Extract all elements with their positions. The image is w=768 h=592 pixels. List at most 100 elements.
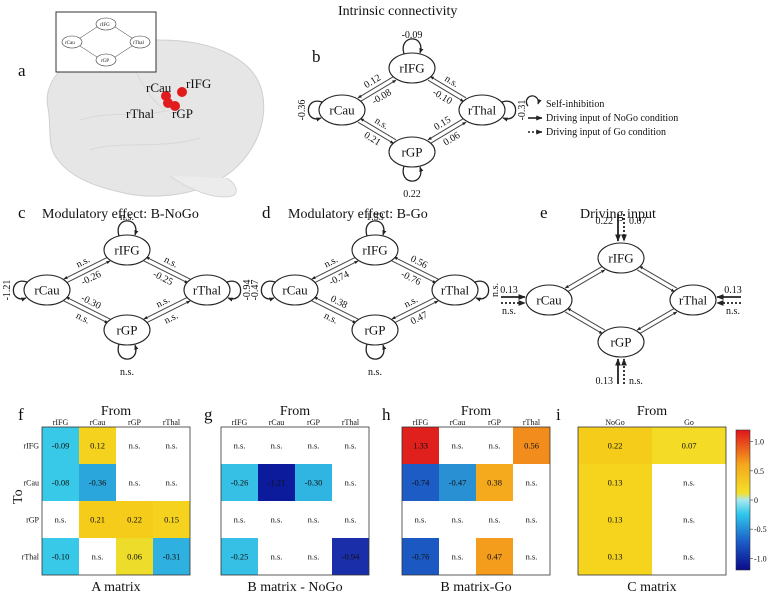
matrix-cell	[513, 538, 550, 575]
roi-rgp-dot	[170, 101, 180, 111]
matrix-cell	[476, 427, 513, 464]
edge-label-cau_gp-a: 0.38	[329, 294, 350, 312]
brain-label-rifg: rIFG	[186, 76, 211, 91]
input-ifg-go-label: 0.07	[629, 216, 647, 227]
matrix-cell-value: 0.38	[487, 478, 502, 488]
matrix-cell	[652, 501, 726, 538]
matrix-cell-value: n.s.	[526, 552, 538, 562]
node-label-rcau: rCau	[34, 283, 60, 298]
edge-gp-thal-forward	[145, 300, 191, 324]
matrix-cell	[42, 427, 79, 464]
matrix-cell	[221, 427, 258, 464]
node-label-rcau: rCau	[329, 103, 355, 118]
panel-letter-i: i	[556, 405, 561, 424]
matrix-cell	[258, 538, 295, 575]
matrix-cell-value: 1.33	[413, 441, 428, 451]
edge-cau-gp-forward	[311, 300, 357, 324]
matrix-cell	[153, 464, 190, 501]
matrix-cell	[476, 501, 513, 538]
matrix-cell	[79, 464, 116, 501]
matrix-cell	[258, 501, 295, 538]
edge-ifg-cau-backward	[360, 79, 397, 103]
matrix-cell	[258, 427, 295, 464]
edge-ifg-thal-backward	[429, 75, 467, 99]
matrix-col-header: rCau	[450, 418, 466, 427]
node-rifg	[351, 234, 399, 266]
matrix-from-label: From	[101, 404, 131, 419]
matrix-cell	[116, 501, 153, 538]
matrix-cell-value: n.s.	[452, 515, 464, 525]
edge-label-gp_thal-a: 0.15	[432, 114, 453, 132]
node-label-rthal: rThal	[679, 293, 708, 308]
inset-node-rcau: rCau	[65, 41, 75, 46]
edge-label-ifg_cau-a: -0.26	[79, 269, 103, 288]
matrix-cell-value: n.s.	[452, 552, 464, 562]
matrix-cell	[221, 464, 258, 501]
input-ifg-nogo-label: 0.22	[596, 216, 614, 227]
edge-ifg-thal-forward	[427, 79, 465, 103]
matrix-col-header: Go	[684, 418, 694, 427]
input-cau-nogo-label: 0.13	[500, 285, 518, 296]
colorbar-gradient	[735, 429, 751, 571]
matrix-cell	[439, 464, 476, 501]
matrix-cell	[439, 427, 476, 464]
self-loop-rgp	[365, 343, 387, 360]
matrix-cell	[476, 464, 513, 501]
matrix-cell-value: n.s.	[683, 552, 695, 562]
matrix-cell	[116, 427, 153, 464]
matrix-cell	[42, 501, 79, 538]
inset-node-rgp: rGP	[101, 59, 109, 64]
self-label-rifg: 1.33	[366, 212, 384, 223]
edge-label-ifg_cau-a: -0.08	[370, 87, 394, 107]
matrix-cell-value: n.s.	[526, 478, 538, 488]
matrix-row-header: rIFG	[23, 442, 39, 451]
matrix-cell	[513, 427, 550, 464]
matrix-cell-value: n.s.	[415, 515, 427, 525]
node-label-rgp: rGP	[365, 323, 386, 338]
graph-bgo: -0.74n.s.0.56-0.760.38n.s.n.s.0.47rIFGrC…	[250, 212, 501, 378]
matrix-cell-value: 0.13	[608, 552, 623, 562]
edge-label-cau_gp-a: n.s.	[373, 115, 391, 132]
node-label-rthal: rThal	[468, 103, 497, 118]
edge-cau-gp-forward	[564, 311, 603, 335]
panel-letter-d: d	[262, 203, 271, 222]
matrix-cell-value: -0.74	[412, 478, 430, 488]
edge-cau-gp-backward	[567, 307, 606, 331]
node-rcau	[271, 274, 319, 306]
matrix-row-header: rThal	[22, 553, 40, 562]
matrix-col-header: NoGo	[605, 418, 625, 427]
node-label-rcau: rCau	[536, 293, 562, 308]
matrix-caption: B matrix - NoGo	[247, 580, 342, 592]
matrix-cell	[295, 464, 332, 501]
colorbar-tick-label: -1.0	[754, 554, 767, 563]
edge-ifg-cau-backward	[567, 269, 606, 293]
matrix-cell	[652, 464, 726, 501]
self-label-rcau: -1.21	[2, 280, 13, 301]
edge-label-ifg_thal-b: -0.25	[151, 269, 175, 288]
edge-label-cau_gp-b: 0.21	[362, 130, 383, 148]
matrix-cell	[578, 427, 652, 464]
edge-cau-gp-backward	[359, 117, 397, 141]
input-gp-go-label: n.s.	[629, 376, 643, 387]
matrix-cell-value: n.s.	[271, 515, 283, 525]
edge-label-ifg_thal-a: 0.56	[409, 254, 430, 272]
matrix-cell-value: 0.47	[487, 552, 502, 562]
matrix-cell	[402, 538, 439, 575]
matrix-row-header: rGP	[26, 516, 39, 525]
matrix-cell-value: n.s.	[166, 478, 178, 488]
colorbar-tick-label: -0.5	[754, 525, 767, 534]
edge-ifg-thal-backward	[393, 256, 439, 280]
edge-cau-gp-forward	[63, 300, 109, 324]
matrix-cell	[79, 501, 116, 538]
matrix-col-header: rIFG	[232, 418, 248, 427]
matrix-caption: C matrix	[627, 580, 676, 592]
matrix-col-header: rIFG	[53, 418, 69, 427]
self-loop-rcau	[12, 280, 28, 302]
inset-node-rifg: rIFG	[100, 23, 110, 28]
matrix-cell-value: n.s.	[234, 515, 246, 525]
matrix-cell	[513, 464, 550, 501]
inset-model: rIFG rCau rThal rGP	[55, 11, 157, 73]
self-loop-rthal	[501, 100, 517, 122]
self-label-rifg: -0.09	[402, 30, 423, 41]
matrix-cell-value: n.s.	[308, 552, 320, 562]
